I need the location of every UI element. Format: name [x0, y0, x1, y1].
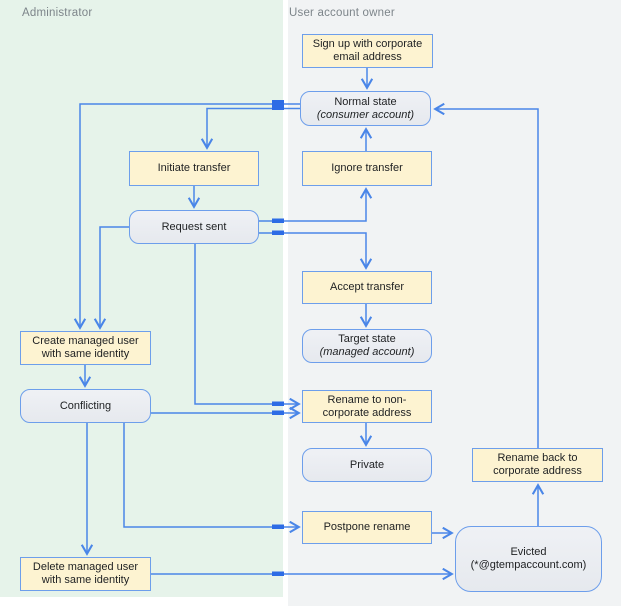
- node-initiate-transfer: Initiate transfer: [129, 151, 259, 186]
- node-request-sent: Request sent: [129, 210, 259, 244]
- edge-request-sent-to-rename-noncorp: [194, 244, 298, 404]
- node-evicted-sublabel: (*@gtempaccount.com): [470, 559, 587, 571]
- node-target-state-sublabel: (managed account): [319, 346, 415, 358]
- node-sign-up-label: Sign up with corporate email address: [312, 38, 423, 63]
- edge-request-sent-to-accept-transfer: [259, 232, 366, 267]
- node-conflicting: Conflicting: [20, 389, 151, 423]
- node-rename-non-corporate-label: Rename to non- corporate address: [322, 393, 412, 419]
- node-private-label: Private: [349, 458, 385, 471]
- node-target-state: Target state (managed account): [302, 329, 432, 363]
- node-postpone-rename-label: Postpone rename: [323, 521, 411, 533]
- lane-crossing-marks: [272, 100, 284, 576]
- node-ignore-transfer-label: Ignore transfer: [331, 162, 403, 174]
- lane-user-account-owner-label: User account owner: [289, 7, 395, 19]
- node-sign-up: Sign up with corporate email address: [302, 34, 433, 68]
- node-normal-state-sublabel: (consumer account): [316, 108, 415, 121]
- node-accept-transfer-label: Accept transfer: [330, 281, 404, 293]
- node-create-managed-user: Create managed user with same identity: [20, 331, 151, 365]
- node-private: Private: [302, 448, 432, 482]
- edge-request-sent-to-ignore-transfer: [259, 190, 366, 222]
- edge-normal-state-to-initiate-transfer: [207, 107, 300, 148]
- node-rename-back-label: Rename back to corporate address: [493, 452, 582, 477]
- node-initiate-transfer-label: Initiate transfer: [157, 162, 231, 174]
- node-rename-back: Rename back to corporate address: [472, 448, 603, 482]
- node-postpone-rename: Postpone rename: [302, 511, 432, 544]
- node-ignore-transfer: Ignore transfer: [302, 151, 432, 186]
- lane-administrator-label: Administrator: [22, 7, 93, 19]
- edge-request-sent-to-create-managed: [100, 226, 129, 327]
- node-conflicting-label: Conflicting: [59, 399, 112, 412]
- edge-rename-back-to-normal-state: [436, 109, 539, 448]
- node-normal-state: Normal state (consumer account): [300, 91, 431, 126]
- edge-normal-state-to-create-managed: [80, 103, 300, 327]
- node-accept-transfer: Accept transfer: [302, 271, 432, 304]
- node-create-managed-user-label: Create managed user with same identity: [32, 335, 139, 360]
- node-request-sent-label: Request sent: [161, 220, 227, 233]
- node-rename-non-corporate: Rename to non- corporate address: [302, 390, 432, 423]
- node-delete-managed-user: Delete managed user with same identity: [20, 557, 151, 591]
- node-normal-state-label: Normal state: [334, 95, 397, 108]
- node-evicted-label: Evicted: [510, 546, 547, 558]
- edge-conflicting-to-postpone-rename: [123, 423, 298, 527]
- lane-administrator: Administrator: [0, 0, 283, 597]
- node-delete-managed-user-label: Delete managed user with same identity: [32, 561, 139, 586]
- node-target-state-label: Target state: [338, 333, 396, 345]
- node-evicted: Evicted (*@gtempaccount.com): [455, 526, 602, 592]
